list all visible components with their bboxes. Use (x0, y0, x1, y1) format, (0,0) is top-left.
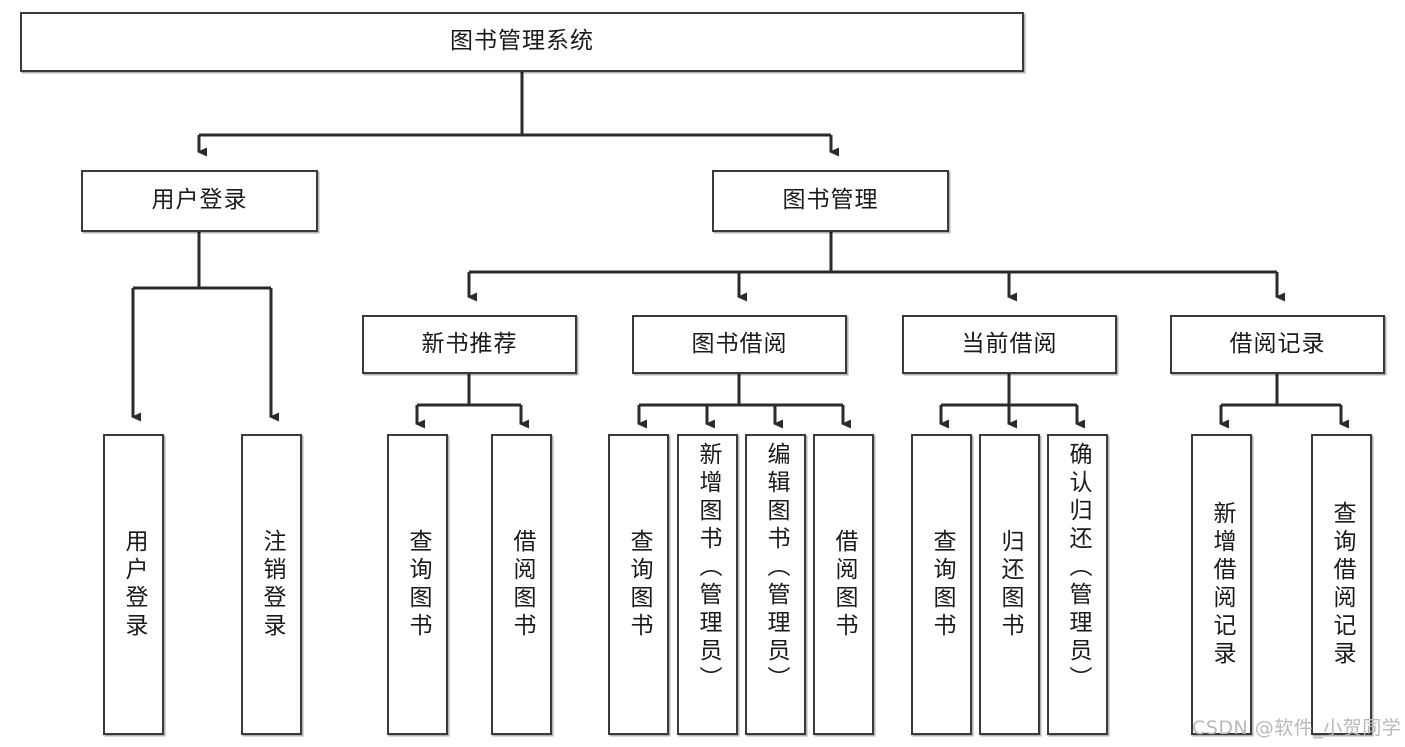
node-label: 查询图书 (405, 528, 431, 641)
node-label: 借阅记录 (1229, 330, 1326, 357)
node-book-borrow[interactable]: 图书借阅 (632, 315, 847, 374)
node-label: 图书借阅 (691, 330, 788, 357)
node-book-management[interactable]: 图书管理 (712, 170, 949, 232)
node-borrow-record[interactable]: 借阅记录 (1170, 315, 1385, 374)
node-leaf-record-query-record[interactable]: 查询借阅记录 (1311, 434, 1372, 735)
node-label: 注销登录 (259, 528, 285, 641)
node-label: 借阅图书 (509, 528, 535, 641)
node-leaf-borrow-edit-book-admin[interactable]: 编辑图书（管理员） (745, 434, 806, 735)
node-user-login[interactable]: 用户登录 (81, 170, 318, 232)
node-label: 图书管理 (782, 187, 879, 214)
node-label: 用户登录 (121, 528, 147, 641)
node-current-borrow[interactable]: 当前借阅 (902, 315, 1117, 374)
node-label: 确认归还（管理员） (1065, 442, 1091, 694)
node-leaf-current-confirm-return-admin[interactable]: 确认归还（管理员） (1047, 434, 1108, 735)
node-root-book-management-system[interactable]: 图书管理系统 (20, 12, 1024, 72)
node-label: 图书管理系统 (450, 28, 594, 55)
node-label: 用户登录 (151, 187, 248, 214)
csdn-watermark: CSDN @软件_小贺同学 (1192, 717, 1402, 739)
node-leaf-borrow-borrow-book[interactable]: 借阅图书 (813, 434, 874, 735)
node-leaf-borrow-add-book-admin[interactable]: 新增图书（管理员） (677, 434, 738, 735)
node-label: 编辑图书（管理员） (763, 442, 789, 694)
node-label: 归还图书 (997, 528, 1023, 641)
node-leaf-new-book-query-book[interactable]: 查询图书 (387, 434, 448, 735)
node-label: 当前借阅 (961, 330, 1058, 357)
node-label: 新增借阅记录 (1209, 500, 1235, 669)
node-leaf-user-login-logout[interactable]: 注销登录 (241, 434, 302, 735)
node-leaf-borrow-query-book[interactable]: 查询图书 (608, 434, 669, 735)
node-leaf-user-login-login[interactable]: 用户登录 (103, 434, 164, 735)
node-leaf-record-add-record[interactable]: 新增借阅记录 (1191, 434, 1252, 735)
node-leaf-current-query-book[interactable]: 查询图书 (911, 434, 972, 735)
node-leaf-current-return-book[interactable]: 归还图书 (979, 434, 1040, 735)
node-label: 查询图书 (929, 528, 955, 641)
node-label: 查询图书 (626, 528, 652, 641)
node-label: 新书推荐 (421, 330, 518, 357)
node-label: 借阅图书 (831, 528, 857, 641)
node-label: 新增图书（管理员） (695, 442, 721, 694)
node-label: 查询借阅记录 (1329, 500, 1355, 669)
node-leaf-new-book-borrow-book[interactable]: 借阅图书 (491, 434, 552, 735)
node-new-book-recommend[interactable]: 新书推荐 (362, 315, 577, 374)
